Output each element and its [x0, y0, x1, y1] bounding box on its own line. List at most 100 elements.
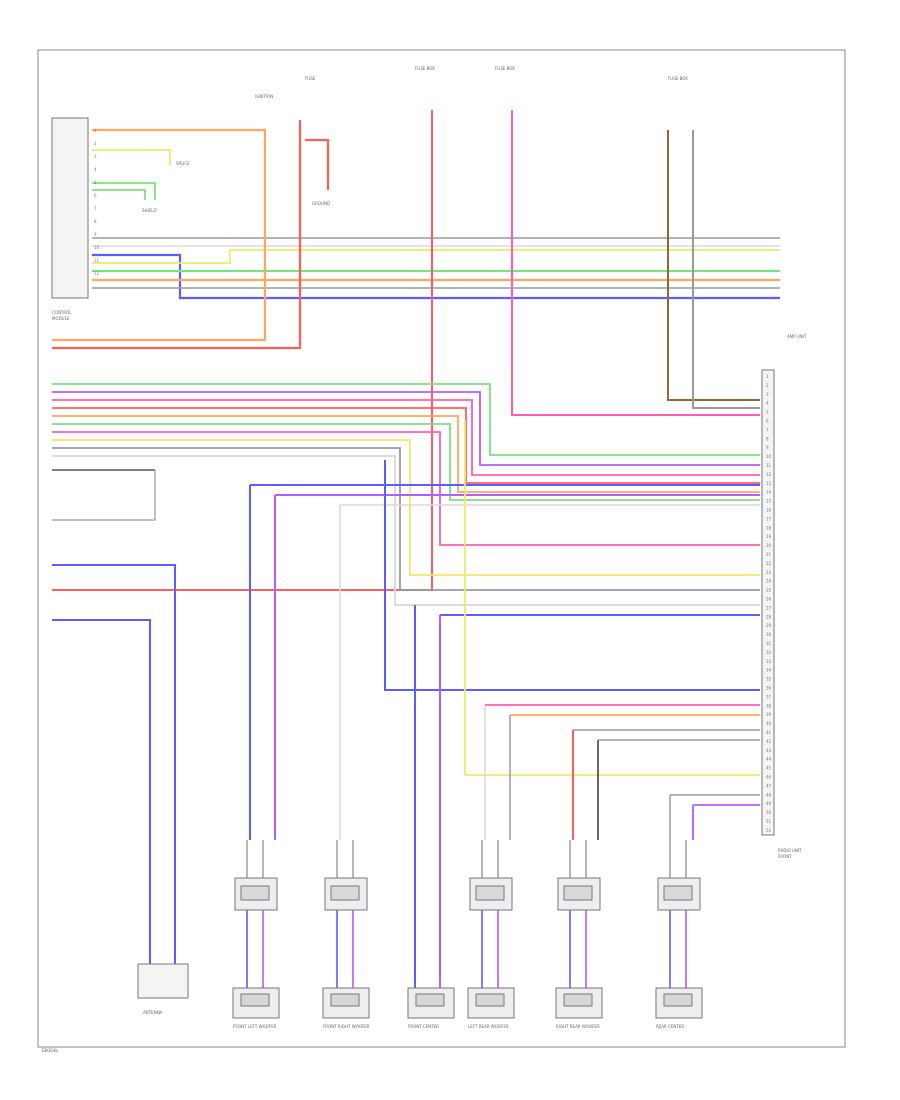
amp-pin-24: 24 — [766, 579, 772, 584]
amp-pin-11: 11 — [766, 463, 772, 468]
antenna-wire-1 — [52, 564, 176, 965]
speaker-crossover-inner — [475, 885, 505, 901]
amp-pin-23: 23 — [766, 570, 772, 575]
amp-pin-37: 37 — [766, 694, 772, 699]
left-pin-2: 2 — [94, 141, 97, 146]
amp-pin-4: 4 — [766, 401, 769, 406]
amp-pin-29: 29 — [766, 623, 772, 628]
speaker-label: FRONT CENTER — [408, 1024, 439, 1029]
wire-brown-1 — [667, 130, 760, 401]
wire-green-stub-1 — [92, 182, 156, 200]
amp-pin-46: 46 — [766, 775, 772, 780]
fuse-2-label: FUSE BOX — [415, 66, 435, 71]
wire-gray-1 — [692, 130, 760, 409]
stack-wire-2 — [52, 399, 760, 476]
amp-pin-44: 44 — [766, 757, 772, 762]
amp-unit-label: AMP UNIT — [787, 334, 807, 339]
amp-pin-52: 52 — [766, 828, 772, 833]
amp-pin-14: 14 — [766, 490, 772, 495]
amp-pin-33: 33 — [766, 659, 772, 664]
amp-pin-40: 40 — [766, 721, 772, 726]
amp-pin-6: 6 — [766, 419, 769, 424]
stack-wire-9 — [52, 455, 760, 606]
stack-wire-8 — [52, 447, 760, 591]
stack-wire-3 — [52, 407, 760, 484]
amp-pin-41: 41 — [766, 730, 772, 735]
amp-pin-5: 5 — [766, 410, 769, 415]
amp-pin-39: 39 — [766, 712, 772, 717]
amp-pin-27: 27 — [766, 605, 772, 610]
ground-note: GROUND — [312, 201, 330, 206]
amp-pin-16: 16 — [766, 508, 772, 513]
antenna-box — [137, 963, 189, 999]
radio-unit-sub: FRONT — [778, 854, 792, 859]
wire-gray-stub — [52, 470, 156, 521]
amp-pin-21: 21 — [766, 552, 772, 557]
amp-pin-12: 12 — [766, 472, 772, 477]
amp-pin-20: 20 — [766, 543, 772, 548]
speaker-label: FRONT RIGHT WOOFER — [323, 1024, 370, 1029]
stack-wire-7 — [52, 439, 760, 576]
amp-pin-28: 28 — [766, 614, 772, 619]
antenna-wire-2 — [52, 619, 151, 965]
amp-pin-50: 50 — [766, 810, 772, 815]
amp-pin-36: 36 — [766, 686, 772, 691]
left-mid-note: SHIELD — [142, 208, 157, 213]
wire-blue-feed-2 — [384, 460, 760, 691]
amp-pin-43: 43 — [766, 748, 772, 753]
left-pin-4: 4 — [94, 167, 97, 172]
left-connector-sub: MODULE — [52, 316, 70, 321]
speaker-label: LEFT REAR WOOFER — [468, 1024, 509, 1029]
stack-wire-1 — [52, 391, 760, 466]
fuse-4-label: FUSE BOX — [668, 76, 688, 81]
left-pin-5: 5 — [94, 180, 97, 185]
left-pin-3: 3 — [94, 154, 97, 159]
stack-wire-6 — [52, 431, 760, 546]
amp-pin-51: 51 — [766, 819, 772, 824]
wire-red-ground — [305, 138, 330, 190]
speaker-cone — [240, 993, 270, 1007]
wire-red-long — [52, 110, 433, 591]
speaker-crossover-inner — [563, 885, 593, 901]
amp-pin-35: 35 — [766, 677, 772, 682]
wire-orange-loop — [52, 128, 267, 342]
amp-pin-18: 18 — [766, 525, 772, 530]
amp-pin-26: 26 — [766, 597, 772, 602]
amp-pin-22: 22 — [766, 561, 772, 566]
wire-group — [52, 110, 780, 990]
speaker-crossover-inner — [240, 885, 270, 901]
left-pin-8: 8 — [94, 219, 97, 224]
left-pin-12: 12 — [94, 271, 100, 276]
amp-pin-45: 45 — [766, 766, 772, 771]
footer-code: EBG64b — [42, 1048, 58, 1053]
left-connector-label: CONTROL — [52, 310, 72, 315]
stack-wire-5 — [52, 423, 760, 501]
speaker-group: FRONT LEFT WOOFER FRONT RIGHT WOOFER FRONT… — [232, 877, 703, 1029]
top-left-note: IGNITION — [255, 94, 273, 99]
wire-red-loop — [52, 120, 302, 350]
amp-pin-1: 1 — [766, 374, 769, 379]
stack-wire-0 — [52, 383, 760, 456]
fuse-1-label: FUSE — [305, 76, 316, 81]
speaker-crossover-inner — [330, 885, 360, 901]
amp-pin-31: 31 — [766, 641, 772, 646]
amp-pin-3: 3 — [766, 392, 769, 397]
amp-pin-25: 25 — [766, 588, 772, 593]
pin-group: 1234567891011121314151617181920212223242… — [94, 128, 772, 833]
amp-pin-10: 10 — [766, 454, 772, 459]
left-connector — [51, 117, 89, 299]
speaker-label: REAR CENTER — [656, 1024, 684, 1029]
diagram-frame — [37, 49, 846, 1048]
amp-pin-47: 47 — [766, 783, 772, 788]
radio-unit-label: RADIO UNIT — [778, 848, 802, 853]
left-pin-7: 7 — [94, 206, 97, 211]
speaker-cone — [415, 993, 445, 1007]
amp-pin-32: 32 — [766, 650, 772, 655]
amp-pin-2: 2 — [766, 383, 769, 388]
stack-wire-4 — [52, 415, 760, 493]
fuse-3-label: FUSE BOX — [495, 66, 515, 71]
speaker-crossover-inner — [663, 885, 693, 901]
amp-pin-17: 17 — [766, 516, 772, 521]
speaker-label: FRONT LEFT WOOFER — [233, 1024, 277, 1029]
